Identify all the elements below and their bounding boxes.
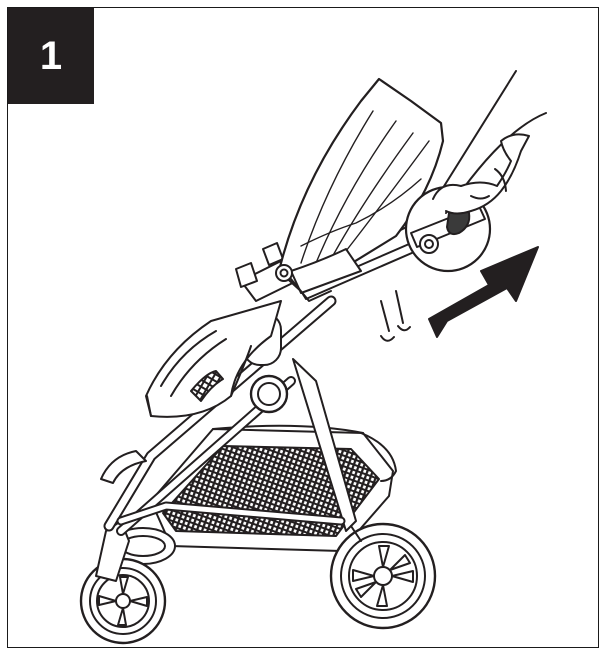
stroller-canopy	[275, 77, 445, 302]
arrow-up-right-icon	[428, 246, 539, 338]
stroller-frame	[95, 295, 362, 582]
hand-icon	[432, 70, 547, 215]
step-number: 1	[39, 33, 63, 78]
instruction-panel: 1	[7, 7, 599, 648]
stroller-seat	[145, 300, 282, 418]
front-wheel	[79, 557, 167, 645]
step-number-badge: 1	[8, 8, 94, 104]
stroller-illustration	[79, 70, 547, 645]
rear-wheel	[329, 522, 437, 630]
